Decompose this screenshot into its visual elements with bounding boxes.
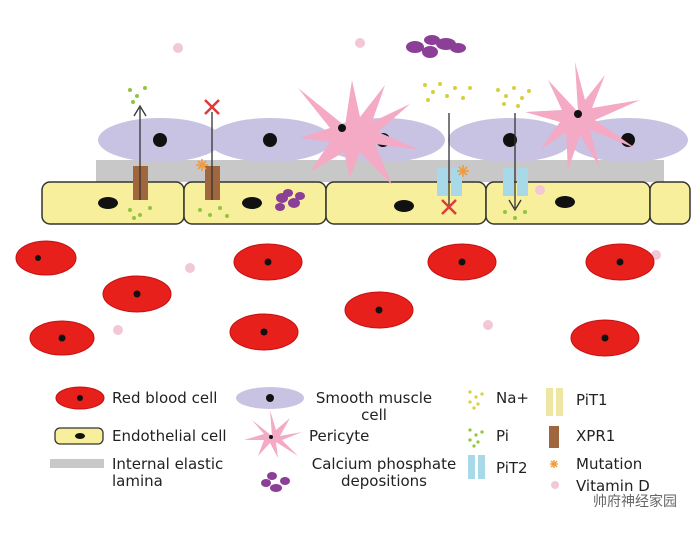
watermark: 帅府神经家园 bbox=[593, 494, 677, 510]
red-blood-cell bbox=[15, 240, 77, 276]
pit2-transporter bbox=[437, 168, 528, 196]
legend-pit1-symbol bbox=[546, 388, 563, 416]
mutation-star bbox=[196, 159, 469, 177]
legend-vitamin-d-symbol bbox=[551, 481, 559, 489]
legend-pericyte: Pericyte bbox=[309, 427, 370, 445]
legend-pit2: PiT2 bbox=[496, 459, 528, 477]
legend-vitamin-d: Vitamin D bbox=[576, 477, 650, 495]
legend-xpr1-symbol bbox=[549, 426, 559, 448]
legend-pericyte-symbol bbox=[244, 410, 302, 458]
legend-mutation-symbol bbox=[550, 460, 558, 468]
legend-endothelial: Endothelial cell bbox=[112, 427, 227, 445]
legend-pit1: PiT1 bbox=[576, 391, 608, 409]
legend-calcium: Calcium phosphate depositions bbox=[311, 455, 457, 490]
legend-pi-symbol bbox=[468, 428, 484, 448]
legend-rbc: Red blood cell bbox=[112, 389, 218, 407]
legend-smooth-muscle: Smooth muscle cell bbox=[315, 389, 433, 424]
pi-ions bbox=[128, 86, 527, 220]
legend-elastic-symbol bbox=[50, 459, 104, 468]
red-blood-cells bbox=[15, 240, 655, 357]
calcium-phosphate bbox=[275, 35, 466, 211]
vitamin-d bbox=[113, 38, 661, 335]
legend-pit2-symbol bbox=[468, 455, 485, 479]
legend-elastic: Internal elastic lamina bbox=[112, 455, 224, 490]
legend-na-symbol bbox=[468, 390, 484, 410]
na-ions bbox=[423, 82, 531, 108]
legend-mutation: Mutation bbox=[576, 455, 643, 473]
legend-pi: Pi bbox=[496, 427, 509, 445]
legend-xpr1: XPR1 bbox=[576, 427, 616, 445]
legend-symbols bbox=[50, 386, 563, 492]
legend-calcium-symbol bbox=[261, 472, 290, 492]
pericyte bbox=[298, 62, 640, 185]
endothelial-cell bbox=[649, 181, 691, 225]
legend-na: Na+ bbox=[496, 389, 529, 407]
